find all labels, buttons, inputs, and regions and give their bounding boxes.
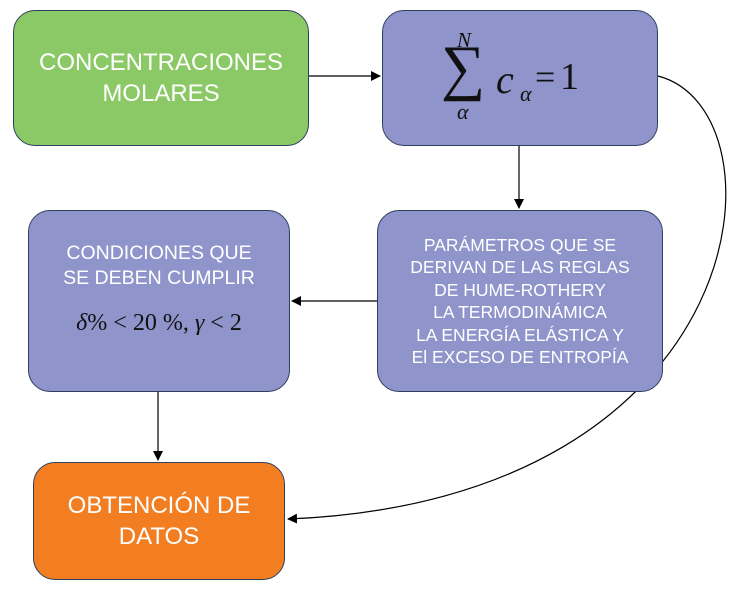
sum-formula: N ∑ α c α = 1 (383, 11, 657, 145)
sum-term-subscript: α (520, 81, 532, 106)
node-concentraciones-molares: CONCENTRACIONES MOLARES (13, 10, 309, 146)
node-label-line: DE HUME-ROTHERY (434, 279, 606, 300)
arrow-sum-to-obtencion (287, 75, 727, 524)
sum-rhs: 1 (560, 56, 579, 98)
sum-term: c (496, 57, 514, 102)
node-label-line: MOLARES (102, 80, 220, 107)
delta-symbol: δ (76, 310, 88, 336)
node-label-line: CONCENTRACIONES (38, 49, 284, 76)
node-sum-formula: N ∑ α c α = 1 (382, 10, 658, 146)
sigma-symbol: ∑ (441, 34, 486, 102)
condition-gamma-limit: < 2 (204, 310, 242, 336)
sum-lower-index: α (457, 99, 469, 124)
node-label-line: LA TERMODINÁMICA (433, 302, 607, 322)
node-parametros: PARÁMETROS QUE SE DERIVAN DE LAS REGLAS … (377, 210, 663, 392)
node-condiciones: CONDICIONES QUE SE DEBEN CUMPLIR δ% < 20… (28, 210, 290, 392)
condition-formula: δ% < 20 %, γ < 2 (76, 311, 242, 336)
node-label-line: PARÁMETROS QUE SE (423, 234, 617, 255)
sum-equals: = (535, 57, 556, 97)
node-label-line: LA ENERGÍA ELÁSTICA Y (416, 324, 624, 345)
node-label-line: OBTENCIÓN DE (67, 492, 251, 519)
condition-delta-limit: % < 20 %, (87, 310, 195, 336)
node-label-line: SE DEBEN CUMPLIR (63, 267, 255, 289)
gamma-symbol: γ (194, 310, 205, 336)
node-label-line: DATOS (118, 523, 200, 550)
node-label-line: DERIVAN DE LAS REGLAS (410, 257, 630, 277)
node-label-line: CONDICIONES QUE (66, 242, 252, 264)
node-obtencion-datos: OBTENCIÓN DE DATOS (33, 462, 285, 580)
sum-upper-limit: N (457, 28, 472, 52)
node-label-line: El EXCESO DE ENTROPÍA (411, 347, 629, 367)
